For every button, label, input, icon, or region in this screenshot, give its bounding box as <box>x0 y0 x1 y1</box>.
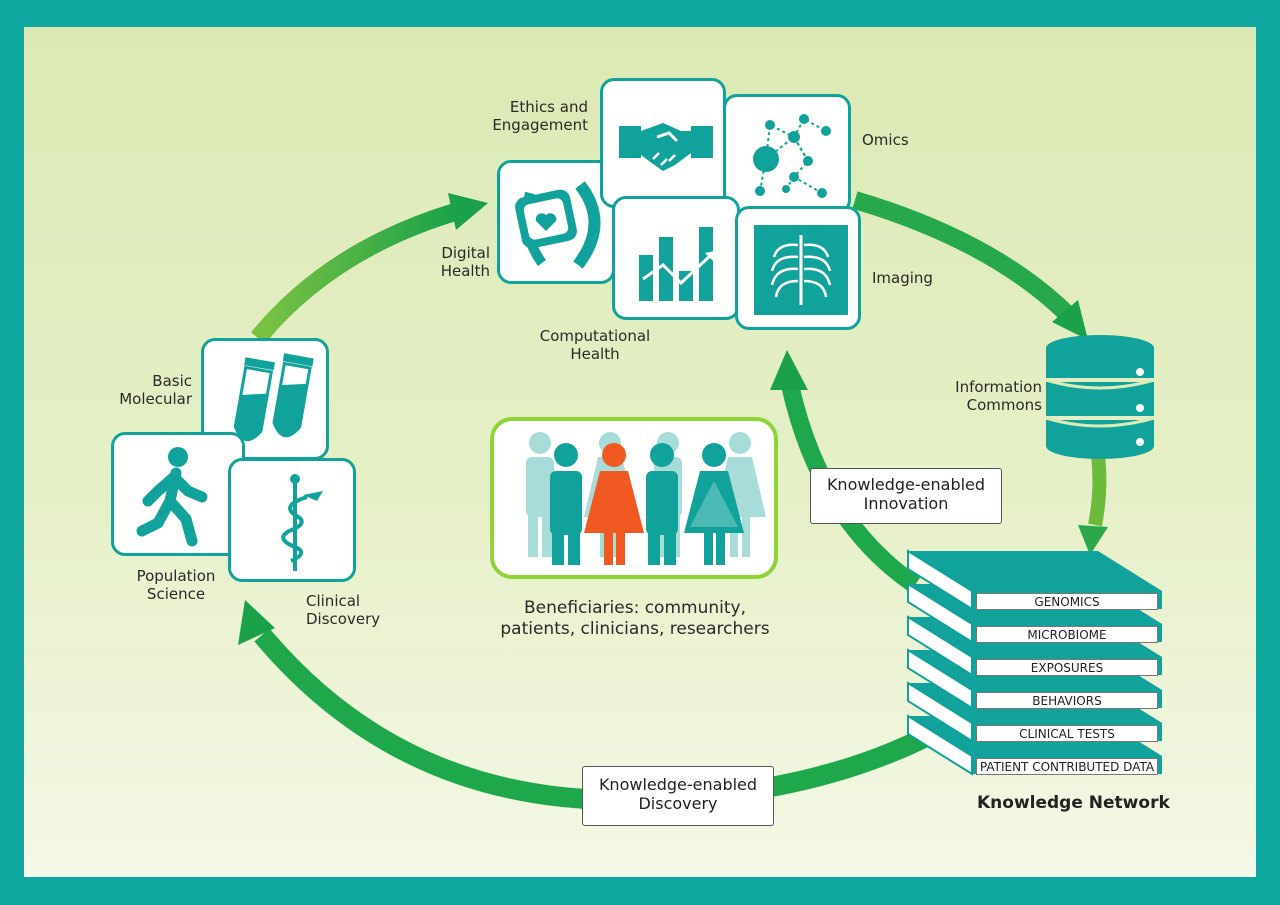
knowledge-layer-label: GENOMICS <box>976 593 1158 610</box>
beneficiaries-box <box>490 417 778 579</box>
callout-knowledge-enabled-discovery: Knowledge-enabled Discovery <box>582 766 774 826</box>
tile-clinical-discovery <box>228 458 356 582</box>
knowledge-layer-label: PATIENT CONTRIBUTED DATA <box>976 758 1158 775</box>
label-clinical-discovery: Clinical Discovery <box>306 592 381 628</box>
tile-computational-health <box>612 196 740 320</box>
arrow-to-knowledge-network <box>1088 454 1107 527</box>
arrow-to-digital-health <box>251 203 458 344</box>
walking-person-icon <box>136 447 208 547</box>
knowledge-layer-label: CLINICAL TESTS <box>976 725 1158 742</box>
label-digital-health: Digital Health <box>440 244 490 280</box>
knowledge-layer-label: MICROBIOME <box>976 626 1158 643</box>
diagram-canvas: GENOMICS MICROBIOME EXPOSURES BEHAVIORS CLIN… <box>24 27 1256 877</box>
arrow-head-network <box>1078 525 1108 555</box>
xray-ribcage-icon <box>754 225 848 315</box>
beneficiaries-caption: Beneficiaries: community, patients, clin… <box>500 598 770 639</box>
tile-ethics-engagement <box>600 78 726 208</box>
tile-omics <box>723 94 851 214</box>
people-group-icon <box>526 432 766 565</box>
handshake-icon <box>619 123 713 171</box>
arrow-to-information-commons <box>852 191 1072 319</box>
label-computational-health: Computational Health <box>539 327 651 363</box>
label-information-commons: Information Commons <box>955 378 1042 414</box>
callout-knowledge-enabled-innovation: Knowledge-enabled Innovation <box>810 468 1002 524</box>
arrow-head-innovation <box>770 350 808 390</box>
label-population-science: Population Science <box>136 567 216 603</box>
label-omics: Omics <box>862 131 909 149</box>
layer-top <box>908 551 1162 591</box>
label-imaging: Imaging <box>872 269 933 287</box>
caduceus-icon <box>281 474 323 571</box>
arrow-head-digital <box>448 193 488 230</box>
wearable-heart-icon <box>515 181 601 269</box>
label-basic-molecular: Basic Molecular <box>119 372 192 408</box>
arrow-head-clinical <box>238 600 275 645</box>
network-nodes-icon <box>753 114 831 198</box>
knowledge-layer-label: EXPOSURES <box>976 659 1158 676</box>
tile-population-science <box>111 432 245 556</box>
tile-imaging <box>735 206 861 330</box>
knowledge-layer-label: BEHAVIORS <box>976 692 1158 709</box>
label-ethics-engagement: Ethics and Engagement <box>492 98 588 134</box>
arrow-head-commons <box>1052 300 1088 340</box>
test-tubes-icon <box>233 353 314 442</box>
tile-digital-health <box>497 160 615 284</box>
bar-chart-icon <box>639 227 715 301</box>
database-icon <box>1045 335 1155 459</box>
knowledge-network-title: Knowledge Network <box>977 793 1170 813</box>
